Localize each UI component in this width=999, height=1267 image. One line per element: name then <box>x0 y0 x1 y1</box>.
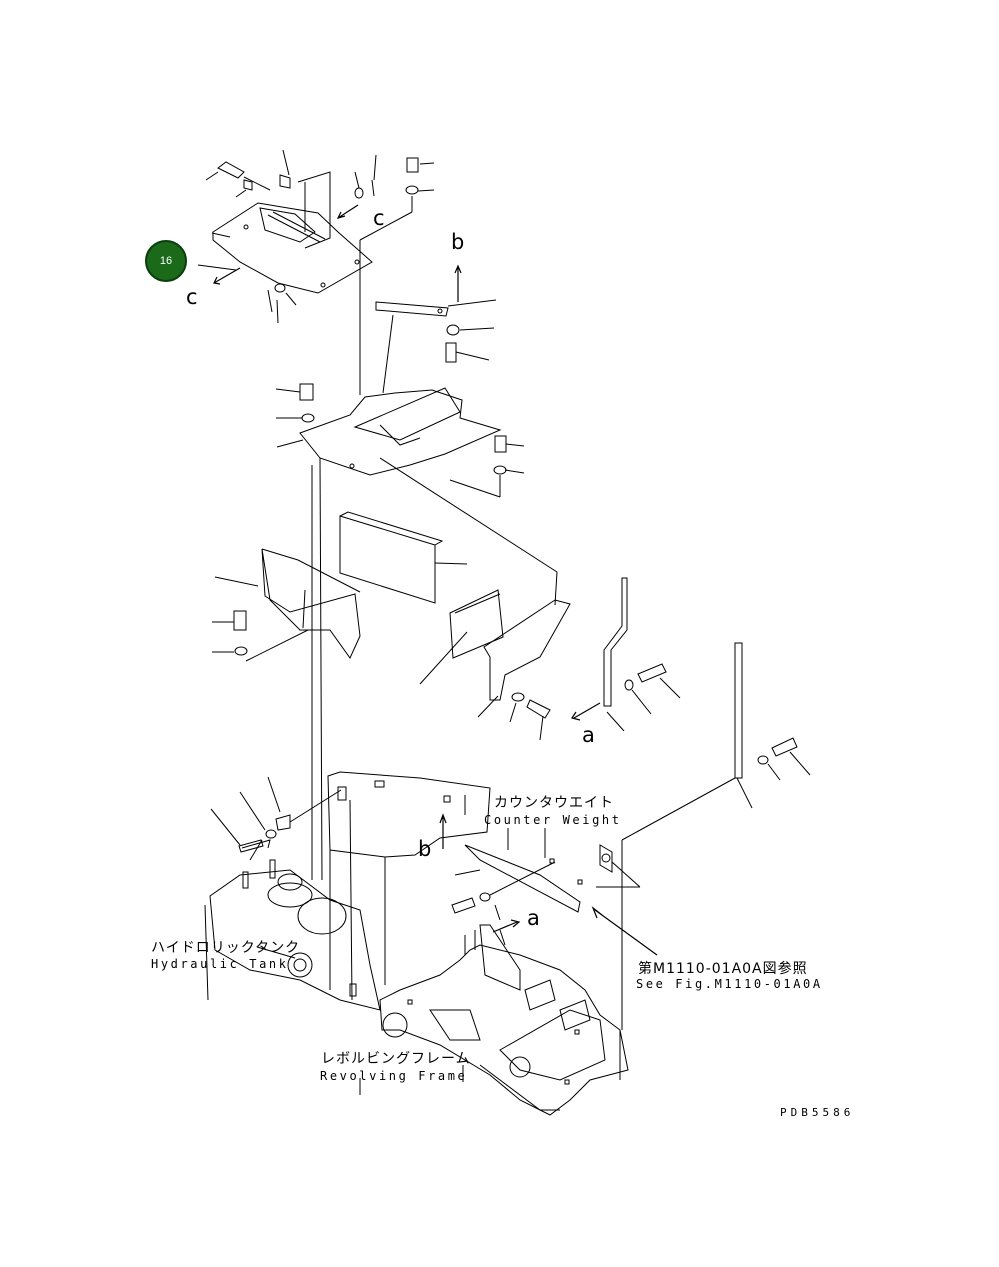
drawing-code: PDB5586 <box>780 1106 854 1119</box>
counter-weight-label-en: Counter Weight <box>484 813 622 827</box>
counter-weight-label-jp: カウンタウエイト <box>494 795 614 811</box>
see-figure-label-jp[interactable]: 第M1110-01A0A図参照 <box>638 961 808 977</box>
view-letter-b-lower: b <box>418 837 432 861</box>
counter-weight-and-frame <box>204 771 658 1116</box>
assembly-guide-lines <box>311 280 623 1030</box>
top-cover-plate-assembly <box>197 149 462 324</box>
part-callout-16[interactable]: 16 <box>145 240 187 282</box>
revolving-frame-label-en: Revolving Frame <box>320 1069 468 1083</box>
part-callout-number: 16 <box>159 255 173 267</box>
see-figure-label-en[interactable]: See Fig.M1110-01A0A <box>636 977 823 991</box>
view-letter-b-upper: b <box>451 230 465 254</box>
view-letter-c-lower: c <box>186 285 198 309</box>
view-letter-a-lower: a <box>527 906 540 930</box>
view-letter-c-upper: c <box>373 206 385 230</box>
upper-bracket-assembly <box>275 299 525 498</box>
hydraulic-tank-label-en: Hydraulic Tank <box>151 957 289 971</box>
hydraulic-tank-label-jp: ハイドロリックタンク <box>151 940 301 956</box>
view-letter-a-upper: a <box>582 723 595 747</box>
middle-cover-assembly <box>212 457 601 741</box>
revolving-frame-label-jp: レボルビングフレーム <box>321 1051 471 1067</box>
brace-assembly <box>603 577 811 841</box>
